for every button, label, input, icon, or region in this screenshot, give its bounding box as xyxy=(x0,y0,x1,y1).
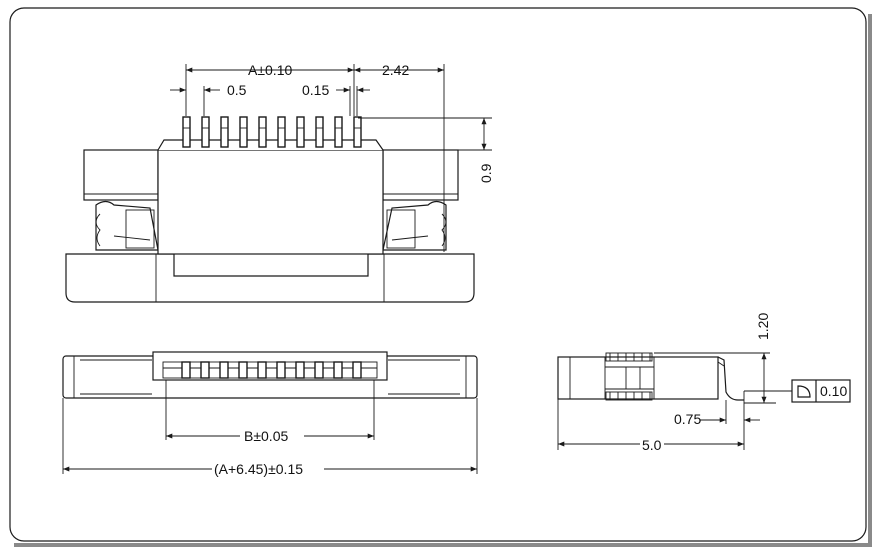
front-pin xyxy=(238,361,248,379)
right-latch xyxy=(382,200,447,251)
top-pin xyxy=(277,116,286,148)
flatness-callout: 0.10 xyxy=(743,379,851,403)
top-view: A±0.10 2.42 0.5 0.15 0.9 xyxy=(65,62,494,303)
top-pin xyxy=(334,116,343,148)
front-pin xyxy=(181,361,191,379)
side-height-label: 1.20 xyxy=(755,313,771,340)
front-pins xyxy=(181,361,362,379)
top-pins xyxy=(182,116,362,148)
left-latch xyxy=(95,200,159,251)
top-pin xyxy=(258,116,267,148)
top-pin xyxy=(315,116,324,148)
front-pin xyxy=(257,361,267,379)
top-pin xyxy=(201,116,210,148)
side-view: 1.20 0.75 5.0 0.10 xyxy=(557,313,851,453)
side-ticks xyxy=(609,353,651,400)
front-pin xyxy=(314,361,324,379)
right-side-block xyxy=(382,149,459,201)
front-pin xyxy=(276,361,286,379)
top-pin xyxy=(296,116,305,148)
front-pin xyxy=(295,361,305,379)
dim-pitch-label: 0.5 xyxy=(227,82,247,98)
dim-pin-width-label: 0.15 xyxy=(302,82,329,98)
side-latch xyxy=(717,356,744,401)
dim-total-label: (A+6.45)±0.15 xyxy=(214,461,303,477)
dim-a-label: A±0.10 xyxy=(248,62,292,78)
dim-height-label: 0.9 xyxy=(478,163,494,183)
front-pin xyxy=(352,361,362,379)
front-view: B±0.05 (A+6.45)±0.15 xyxy=(62,351,478,477)
top-pin xyxy=(182,116,191,148)
top-pin xyxy=(353,116,362,148)
side-depth-label: 0.75 xyxy=(674,411,701,427)
side-body xyxy=(557,356,719,400)
front-slot xyxy=(152,351,388,381)
housing-body xyxy=(157,149,384,255)
dim-b-label: B±0.05 xyxy=(244,428,288,444)
flatness-symbol-icon xyxy=(797,385,811,398)
left-side-block xyxy=(83,149,159,201)
drawing-frame xyxy=(9,7,872,547)
dim-offset-label: 2.42 xyxy=(382,62,409,78)
front-pin xyxy=(333,361,343,379)
front-pin xyxy=(219,361,229,379)
housing-base xyxy=(65,253,475,303)
side-length-label: 5.0 xyxy=(642,437,662,453)
top-pin xyxy=(239,116,248,148)
top-pin xyxy=(220,116,229,148)
front-pin xyxy=(200,361,210,379)
flatness-value: 0.10 xyxy=(820,383,847,399)
